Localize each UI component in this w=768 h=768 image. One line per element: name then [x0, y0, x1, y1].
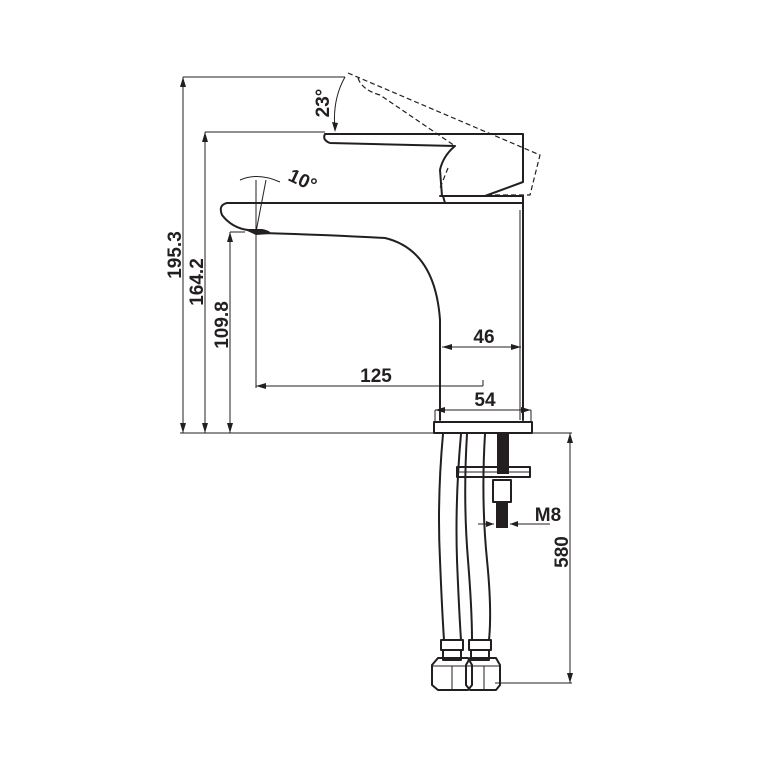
- base-plate: [433, 421, 533, 434]
- lever-handle: [323, 72, 541, 204]
- angle-spout: 10°: [285, 165, 320, 196]
- dimension-body-width: 46: [473, 327, 494, 348]
- dimension-base-width: 54: [474, 390, 496, 411]
- width-dimension-lines: [256, 344, 532, 423]
- dimension-hose-length: 580: [552, 536, 573, 568]
- dimension-spout-reach: 125: [360, 366, 392, 387]
- dimension-total-height: 195.3: [165, 231, 186, 279]
- dimension-spout-height: 109.8: [212, 301, 233, 349]
- faucet-body: [219, 176, 524, 421]
- supply-hoses: [431, 433, 501, 691]
- dimension-body-height: 164.2: [187, 258, 208, 306]
- hose-length-dimension: [495, 432, 573, 684]
- dimension-thread-size: M8: [535, 505, 561, 526]
- mounting-hardware: [456, 434, 550, 528]
- angle-lever-tilt: 23°: [313, 89, 334, 118]
- height-dimension-lines: [180, 76, 434, 434]
